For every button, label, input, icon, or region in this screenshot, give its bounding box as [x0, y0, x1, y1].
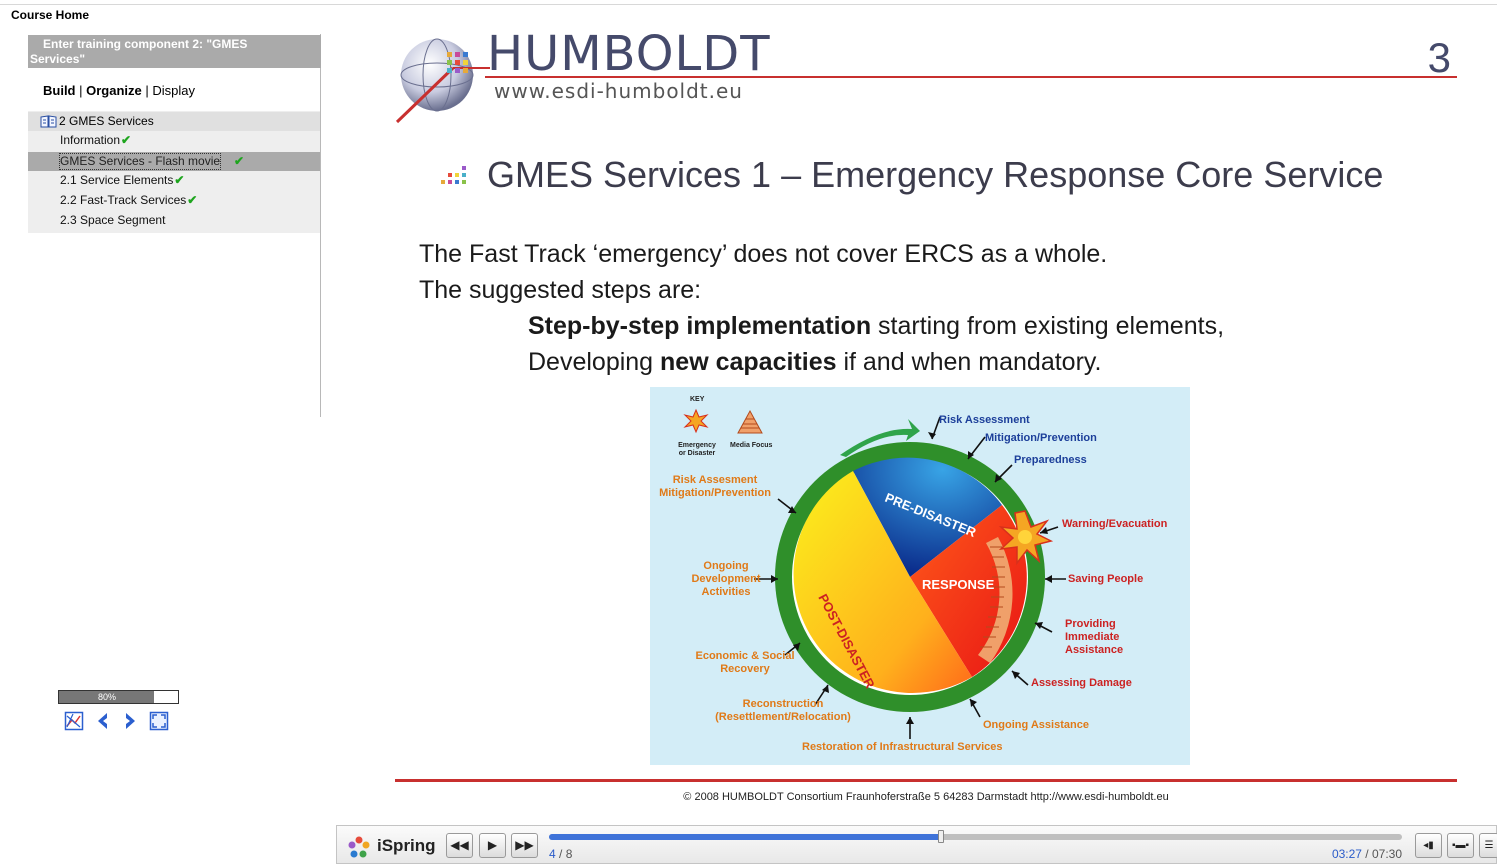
check-icon: ✔: [121, 133, 132, 147]
header-rule: [485, 76, 1457, 78]
organize-link[interactable]: Organize: [86, 83, 142, 98]
ispring-brand: iSpring: [377, 836, 436, 855]
seek-bar-played: [549, 834, 942, 840]
forward-button[interactable]: ▶▶: [511, 833, 538, 858]
build-organize-display-nav: Build | Organize | Display: [43, 83, 195, 98]
warning-label: Warning/Evacuation: [1062, 518, 1168, 530]
ispring-logo-icon: [348, 836, 370, 858]
total-slides: / 8: [555, 847, 573, 861]
key-label: KEY: [690, 396, 705, 403]
progress-fill: [59, 691, 155, 703]
top-divider: [0, 4, 1497, 5]
toc-item-flash-movie[interactable]: GMES Services - Flash movie ✔: [28, 152, 320, 171]
toc-item-label: 2.2 Fast-Track Services: [60, 193, 187, 207]
slide-footer: © 2008 HUMBOLDT Consortium Fraunhoferstr…: [683, 791, 1169, 803]
body-line-3-rest: starting from existing elements,: [871, 312, 1225, 340]
book-icon: [40, 115, 57, 128]
table-of-contents: 2 GMES Services Information✔ GMES Servic…: [28, 111, 320, 233]
player-bar: iSpring ◀◀ ▶ ▶▶ 4 / 8 03:27 / 07:30 ◂▮ ▪…: [336, 825, 1497, 864]
disaster-cycle-graphic: PRE-DISASTER RESPONSE POST-DISASTER: [683, 408, 1066, 739]
rewind-button[interactable]: ◀◀: [446, 833, 473, 858]
toc-item-label: Information: [60, 133, 121, 147]
title-bullet-icon: [441, 166, 466, 184]
body-line-4: Developing new capacities if and when ma…: [528, 348, 1101, 377]
risk-assessment-label: Risk Assessment: [939, 414, 1030, 426]
saving-people-label: Saving People: [1068, 573, 1144, 585]
time-total: / 07:30: [1361, 847, 1402, 861]
providing-assistance-label: Providing Immediate Assistance: [1065, 618, 1124, 656]
play-button[interactable]: ▶: [479, 833, 506, 858]
toc-item-fast-track[interactable]: 2.2 Fast-Track Services✔: [28, 191, 320, 210]
current-slide-number: 4: [549, 847, 556, 861]
body-line-4-bold: new capacities: [660, 348, 837, 376]
nav-separator: |: [141, 83, 153, 98]
toc-heading-label: 2 GMES Services: [59, 114, 154, 128]
body-line-4-pre: Developing: [528, 348, 661, 376]
toc-item-label: 2.3 Space Segment: [60, 213, 166, 227]
toc-item-label: 2.1 Service Elements: [60, 173, 174, 187]
banner-line-1: Enter training component 2: "GMES: [43, 37, 248, 51]
progress-label: 80%: [97, 692, 116, 702]
ongoing-development-label: Ongoing Development Activities: [691, 560, 761, 598]
slide-area: HUMBOLDT www.esdi-humboldt.eu 3 GMES Ser…: [395, 18, 1465, 808]
slide-title: GMES Services 1 – Emergency Response Cor…: [487, 154, 1384, 195]
disaster-cycle-diagram: PRE-DISASTER RESPONSE POST-DISASTER KEY …: [650, 387, 1190, 765]
assessing-damage-label: Assessing Damage: [1031, 677, 1132, 689]
humboldt-globe-icon: [395, 38, 490, 124]
toc-heading[interactable]: 2 GMES Services: [28, 112, 320, 131]
body-line-4-rest: if and when mandatory.: [836, 348, 1102, 376]
time-readout: 03:27 / 07:30: [1332, 847, 1402, 861]
footer-rule: [395, 779, 1457, 782]
toc-item-service-elements[interactable]: 2.1 Service Elements✔: [28, 171, 320, 190]
outline-button[interactable]: ▪▬▪: [1447, 833, 1474, 858]
check-icon: ✔: [187, 193, 198, 207]
fullscreen-icon[interactable]: [149, 711, 169, 731]
check-icon: ✔: [234, 154, 245, 168]
mitigation-label: Mitigation/Prevention: [985, 432, 1097, 444]
sidebar-divider: [320, 34, 321, 417]
preparedness-label: Preparedness: [1014, 454, 1087, 466]
ongoing-assistance-label: Ongoing Assistance: [983, 719, 1089, 731]
toc-item-space-segment[interactable]: 2.3 Space Segment: [28, 211, 320, 230]
body-line-3: Step-by-step implementation starting fro…: [528, 312, 1224, 341]
response-label: RESPONSE: [922, 577, 995, 592]
restoration-label: Restoration of Infrastructural Services: [802, 741, 1003, 753]
nav-separator: |: [75, 83, 87, 98]
display-link[interactable]: Display: [152, 83, 195, 98]
body-line-1: The Fast Track ‘emergency’ does not cove…: [419, 240, 1108, 268]
key-emergency-label: Emergency or Disaster: [678, 442, 716, 457]
volume-button[interactable]: ◂▮: [1415, 833, 1442, 858]
risk-mitigation-label: Risk Assesment Mitigation/Prevention: [659, 474, 771, 499]
course-progress-bar: 80%: [58, 690, 179, 704]
body-line-2: The suggested steps are:: [419, 276, 702, 304]
toc-item-information[interactable]: Information✔: [28, 131, 320, 150]
training-component-banner[interactable]: Enter training component 2: "GMES Servic…: [28, 35, 321, 68]
banner-line-2: Services": [30, 52, 86, 66]
slide-counter: 4 / 8: [549, 847, 572, 861]
build-link[interactable]: Build: [43, 83, 76, 98]
next-icon[interactable]: [120, 711, 140, 731]
reconstruction-label: Reconstruction (Resettlement/Relocation): [715, 698, 851, 723]
menu-button[interactable]: ☰: [1479, 833, 1497, 858]
slide-number: 3: [1427, 34, 1451, 81]
body-line-3-bold: Step-by-step implementation: [528, 312, 872, 340]
time-current: 03:27: [1331, 847, 1362, 861]
economic-recovery-label: Economic & Social Recovery: [695, 650, 795, 675]
map-icon[interactable]: [64, 711, 84, 731]
key-media-label: Media Focus: [730, 442, 773, 449]
toc-item-label: GMES Services - Flash movie: [60, 154, 221, 168]
humboldt-url: www.esdi-humboldt.eu: [494, 79, 743, 103]
check-icon: ✔: [174, 173, 185, 187]
course-home-link[interactable]: Course Home: [11, 8, 90, 22]
previous-icon[interactable]: [93, 711, 113, 731]
seek-bar[interactable]: [549, 830, 1402, 843]
seek-thumb[interactable]: [938, 830, 945, 843]
humboldt-logo-text: HUMBOLDT: [487, 26, 771, 82]
